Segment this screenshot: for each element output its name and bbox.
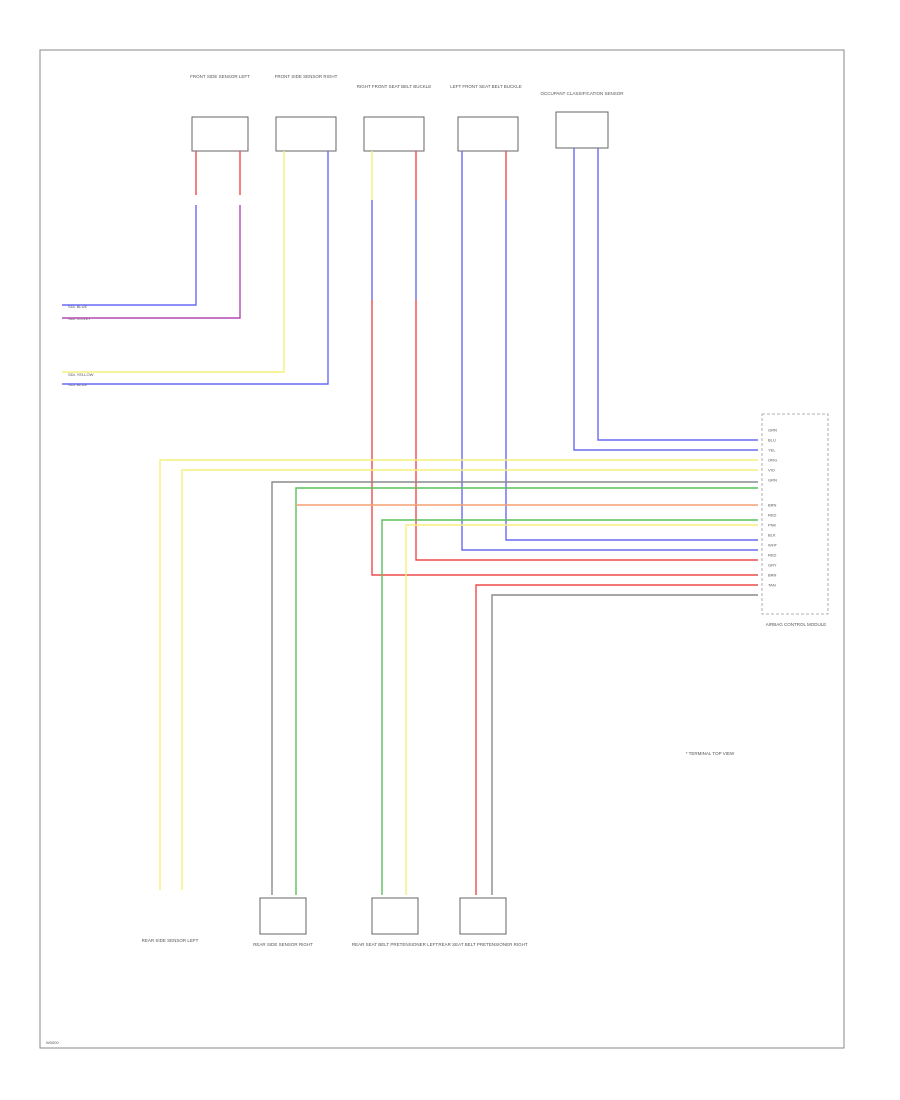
wire-bus-6	[381, 519, 758, 895]
module-pin-label: RED	[768, 553, 777, 558]
wire-m5-b	[597, 148, 758, 441]
module-m1-label: FRONT SIDE SENSOR LEFT	[190, 74, 250, 79]
sensor-s1-label: REAR SIDE SENSOR LEFT	[142, 938, 199, 943]
note-text: * TERMINAL TOP VIEW	[686, 751, 735, 756]
wire-m1-d	[62, 205, 241, 319]
wire-m2-a	[62, 151, 285, 373]
module-m5: OCCUPANT CLASSIFICATION SENSOR	[540, 91, 624, 149]
module-pin-label: GRN	[768, 428, 777, 433]
wire-bus-1	[159, 459, 758, 890]
wire-bus-3	[271, 481, 758, 895]
wires	[62, 148, 758, 895]
sensor-s4: REAR SEAT BELT PRETENSIONER RIGHT	[438, 897, 528, 947]
sensor-s4-label: REAR SEAT BELT PRETENSIONER RIGHT	[438, 942, 527, 947]
sensor-s2: REAR SIDE SENSOR RIGHT	[253, 897, 313, 947]
module-pin-label: BLK	[768, 533, 776, 538]
module-pin-label: BRN	[768, 573, 777, 578]
sensor-s3-label: REAR SEAT BELT PRETENSIONER LEFT	[352, 942, 438, 947]
airbag-module-label: AIRBAG CONTROL MODULE	[766, 622, 827, 627]
module-pin-label: BRN	[768, 503, 777, 508]
module-pin-label: PNK	[768, 523, 777, 528]
left-connector-label-3: SDL YELLOW	[68, 372, 94, 377]
wire-m2-b	[62, 151, 329, 385]
wire-bus-9	[491, 594, 758, 895]
module-pin-label: GRN	[768, 478, 777, 483]
wire-m1-c	[62, 205, 197, 306]
module-pin-label: ORG	[768, 458, 777, 463]
wire-m5-a	[573, 148, 758, 451]
module-m2-label: FRONT SIDE SENSOR RIGHT	[275, 74, 338, 79]
module-m5-label: OCCUPANT CLASSIFICATION SENSOR	[540, 91, 624, 96]
module-m4: LEFT FRONT SEAT BELT BUCKLE	[450, 84, 522, 152]
module-pin-label: RED	[768, 513, 777, 518]
left-connector-label-1: SDL BLUE	[68, 304, 88, 309]
sensor-s2-label: REAR SIDE SENSOR RIGHT	[253, 942, 313, 947]
sensor-s3: REAR SEAT BELT PRETENSIONER LEFT	[352, 897, 438, 947]
module-pin-label: YEL	[768, 448, 776, 453]
module-pin-label: TAN	[768, 583, 776, 588]
module-pin-label: GRY	[768, 563, 777, 568]
wire-bus-7	[405, 524, 758, 895]
module-m4-label: LEFT FRONT SEAT BELT BUCKLE	[450, 84, 522, 89]
wire-m3-f	[415, 300, 758, 561]
diagram-frame	[39, 49, 845, 1049]
module-m2: FRONT SIDE SENSOR RIGHT	[275, 74, 338, 152]
module-m3: RIGHT FRONT SEAT BELT BUCKLE	[357, 84, 432, 152]
wire-m4-a	[461, 151, 758, 551]
module-pin-label: BLU	[768, 438, 776, 443]
wire-bus-8	[475, 584, 758, 895]
module-pin-label: VIO	[768, 468, 775, 473]
module-pin-label: WHT	[768, 543, 778, 548]
airbag-control-module: AIRBAG CONTROL MODULE	[761, 413, 829, 627]
module-pin-labels: GRN BLU YEL ORG VIO GRN BRN RED PNK BLK WHT RED GRY B…	[768, 428, 778, 588]
wire-bus-4	[295, 487, 758, 895]
wire-m4-c	[505, 200, 758, 541]
wire-bus-2	[181, 469, 758, 890]
module-m3-label: RIGHT FRONT SEAT BELT BUCKLE	[357, 84, 432, 89]
footer-code: W0000	[46, 1040, 59, 1045]
sensor-s1: REAR SIDE SENSOR LEFT	[142, 938, 199, 943]
module-m1: FRONT SIDE SENSOR LEFT	[190, 74, 250, 152]
wire-m3-c	[371, 300, 758, 576]
